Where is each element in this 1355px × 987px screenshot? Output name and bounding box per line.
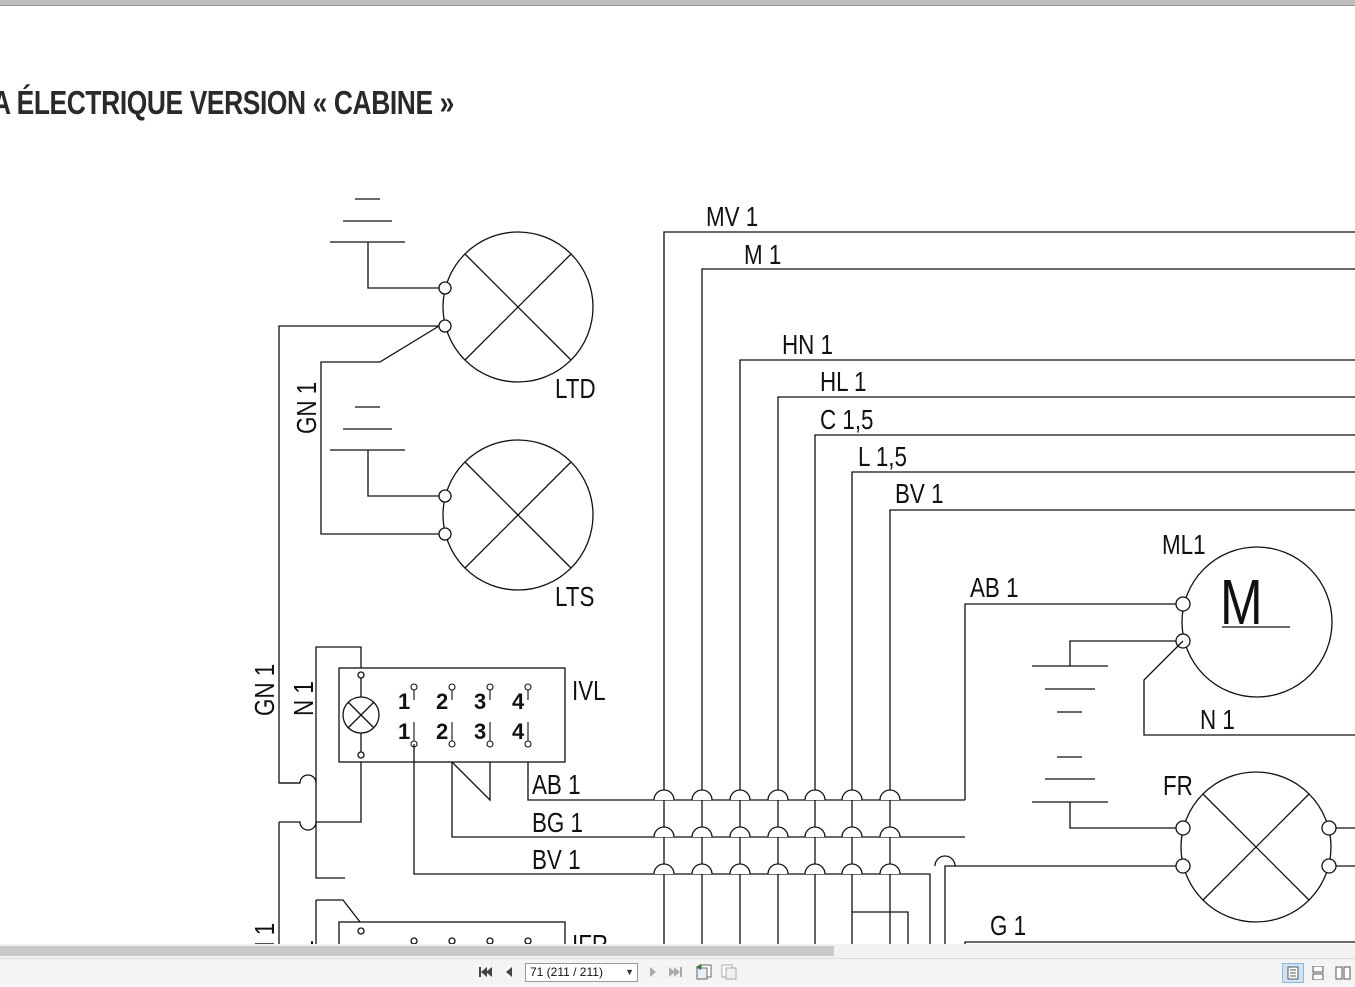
cable-runs — [663, 231, 1355, 944]
switch-ivl — [338, 667, 566, 763]
prev-page-icon[interactable] — [500, 963, 518, 981]
motor-symbol-label: M — [1220, 568, 1263, 639]
single-page-view-icon[interactable] — [1282, 963, 1304, 983]
wire-label-n1-bottom: N 1 — [289, 940, 320, 944]
wire-label-ab1-right: AB 1 — [970, 573, 1019, 604]
chevron-down-icon: ▼ — [625, 967, 634, 977]
continuous-view-icon[interactable] — [1307, 963, 1329, 983]
component-label-ifr: IFR — [572, 930, 608, 944]
go-back-icon[interactable] — [695, 963, 713, 981]
switch-ifr — [338, 921, 566, 944]
wire-label-ab1-bus: AB 1 — [532, 770, 581, 801]
wire-label-gn1-bottom: GN 1 — [250, 923, 281, 944]
pin-label: 4 — [512, 689, 525, 714]
lamp-lts — [438, 439, 594, 591]
ground-symbol-ltd — [330, 198, 439, 289]
wiring-diagram: MV 1 M 1 HN 1 HL 1 C 1,5 L 1,5 BV 1 AB 1… — [250, 198, 1355, 944]
wire-label-gn1-upper: GN 1 — [292, 382, 323, 434]
wire-label-hn1: HN 1 — [782, 330, 833, 361]
wire-label-m1: M 1 — [744, 240, 781, 271]
wire-label-n1-right: N 1 — [1200, 705, 1235, 736]
two-page-view-icon[interactable] — [1332, 963, 1354, 983]
wire-crossings — [653, 789, 901, 875]
wire-label-bv1-top: BV 1 — [895, 479, 944, 510]
next-page-icon[interactable] — [644, 963, 662, 981]
pin-label: 1 — [398, 719, 410, 744]
go-forward-icon[interactable] — [720, 963, 738, 981]
wire-label-gn1-lower: GN 1 — [250, 664, 281, 716]
wire-label-bg1-bus: BG 1 — [532, 808, 583, 839]
component-label-ltd: LTD — [555, 374, 596, 405]
component-label-lts: LTS — [555, 582, 594, 613]
lamp-ltd — [438, 231, 594, 383]
wire-label-l15: L 1,5 — [858, 442, 907, 473]
page-indicator-text: 71 (211 / 211) — [530, 965, 603, 979]
wire-label-c15: C 1,5 — [820, 405, 874, 436]
ground-symbol-motor — [1032, 665, 1176, 829]
component-label-ml1: ML1 — [1162, 530, 1206, 561]
first-page-icon[interactable] — [476, 963, 494, 981]
wire-label-g1: G 1 — [990, 911, 1026, 942]
page-title: A ÉLECTRIQUE VERSION « CABINE » — [0, 84, 454, 121]
page-number-select[interactable]: 71 (211 / 211) ▼ — [525, 963, 638, 982]
horizontal-scrollbar[interactable] — [0, 944, 1355, 958]
lamp-fr — [1175, 771, 1337, 923]
pin-label: 4 — [512, 719, 525, 744]
ground-symbol-lts — [330, 406, 439, 497]
wire-label-hl1: HL 1 — [820, 367, 866, 398]
component-label-ivl: IVL — [572, 676, 606, 707]
pin-label: 3 — [474, 689, 486, 714]
component-label-fr: FR — [1163, 771, 1193, 802]
pin-label: 2 — [436, 719, 448, 744]
pin-label: 2 — [436, 689, 448, 714]
window-top-border — [0, 0, 1355, 6]
wire-label-n1-left: N 1 — [289, 681, 320, 716]
pin-label: 1 — [398, 689, 410, 714]
last-page-icon[interactable] — [667, 963, 685, 981]
scrollbar-thumb[interactable] — [0, 946, 834, 956]
pin-label: 3 — [474, 719, 486, 744]
wire-label-bv1-bus: BV 1 — [532, 845, 581, 876]
wire-label-mv1: MV 1 — [706, 202, 758, 233]
